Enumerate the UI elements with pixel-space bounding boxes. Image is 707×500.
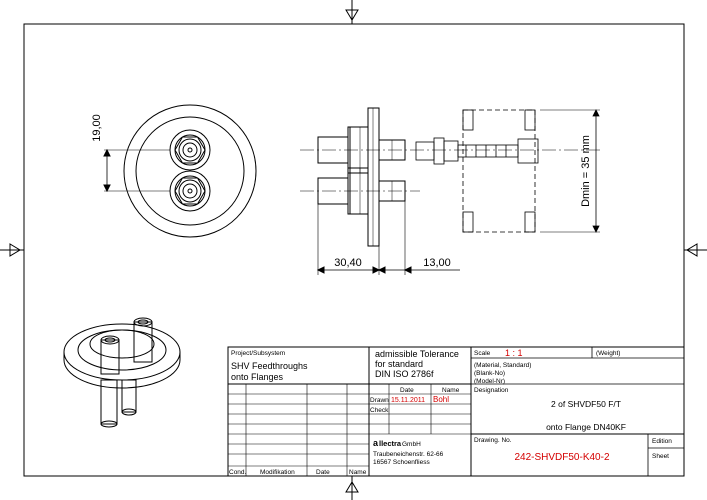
tb-model-label: (Model-Nr) bbox=[474, 378, 505, 385]
flange-inner-circle bbox=[135, 116, 245, 226]
tb-scale-value: 1 : 1 bbox=[505, 348, 523, 358]
tb-designation-label: Designation bbox=[474, 387, 509, 394]
tb-modification-label: Modifikation bbox=[260, 469, 295, 476]
tb-material-label: (Material, Standard) bbox=[474, 362, 531, 369]
tb-drawing-no-label: Drawing. No. bbox=[474, 437, 512, 444]
tb-sheet-label: Sheet bbox=[652, 453, 669, 460]
dimension-pitch: 19,00 bbox=[91, 114, 103, 142]
tb-company-name: llectra bbox=[379, 439, 402, 448]
tb-blank-label: (Blank-No) bbox=[474, 370, 505, 377]
mating-connector bbox=[415, 109, 600, 233]
tb-date-label: Date bbox=[316, 469, 330, 476]
title-block bbox=[227, 346, 685, 477]
tb-designation-line1: 2 of SHVDF50 F/T bbox=[551, 399, 621, 409]
dimension-dmin: Dmin = 35 mm bbox=[580, 135, 592, 207]
tb-name-label: Name bbox=[349, 469, 367, 476]
tb-tolerance-line3: DIN ISO 2786f bbox=[375, 369, 434, 379]
tb-company-suffix: GmbH bbox=[402, 441, 421, 448]
connector-lower-outer bbox=[169, 170, 211, 212]
tb-drawn-label: Drawn bbox=[370, 397, 389, 404]
side-view bbox=[300, 107, 600, 275]
tb-date-header: Date bbox=[400, 387, 414, 394]
tb-designation-line2: onto Flange DN40KF bbox=[546, 422, 626, 432]
front-view bbox=[103, 104, 257, 238]
dimension-length-right: 13,00 bbox=[423, 257, 451, 269]
tb-weight-label: (Weight) bbox=[596, 350, 620, 357]
tb-company-city: 16567 Schoenfliess bbox=[373, 459, 430, 466]
tb-tolerance-line2: for standard bbox=[375, 359, 423, 369]
tb-scale-label: Scale bbox=[474, 350, 491, 357]
tb-cond-label: Cond. bbox=[229, 469, 247, 476]
tb-drawn-date: 15.11.2011 bbox=[391, 397, 425, 404]
connector-upper-outer bbox=[169, 129, 211, 171]
tb-project-line1: SHV Feedthroughs bbox=[231, 361, 308, 371]
tb-name-header: Name bbox=[442, 387, 460, 394]
tb-tolerance-line1: admissible Tolerance bbox=[375, 349, 459, 359]
tb-drawn-name: Bohl bbox=[433, 395, 449, 404]
tb-drawing-no: 242-SHVDF50-K40-2 bbox=[514, 452, 609, 463]
flange-outer-circle bbox=[123, 104, 257, 238]
isometric-view bbox=[63, 317, 181, 428]
tb-company-street: Traubeneichenstr. 62-66 bbox=[373, 451, 444, 458]
tb-check-label: Check bbox=[370, 407, 389, 414]
tb-edition-label: Edition bbox=[652, 438, 672, 445]
tb-project-line2: onto Flanges bbox=[231, 372, 284, 382]
dimension-length-left: 30,40 bbox=[334, 257, 362, 269]
tb-company-prefix: a bbox=[373, 438, 379, 448]
tb-project-label: Project/Subsystem bbox=[231, 350, 285, 357]
